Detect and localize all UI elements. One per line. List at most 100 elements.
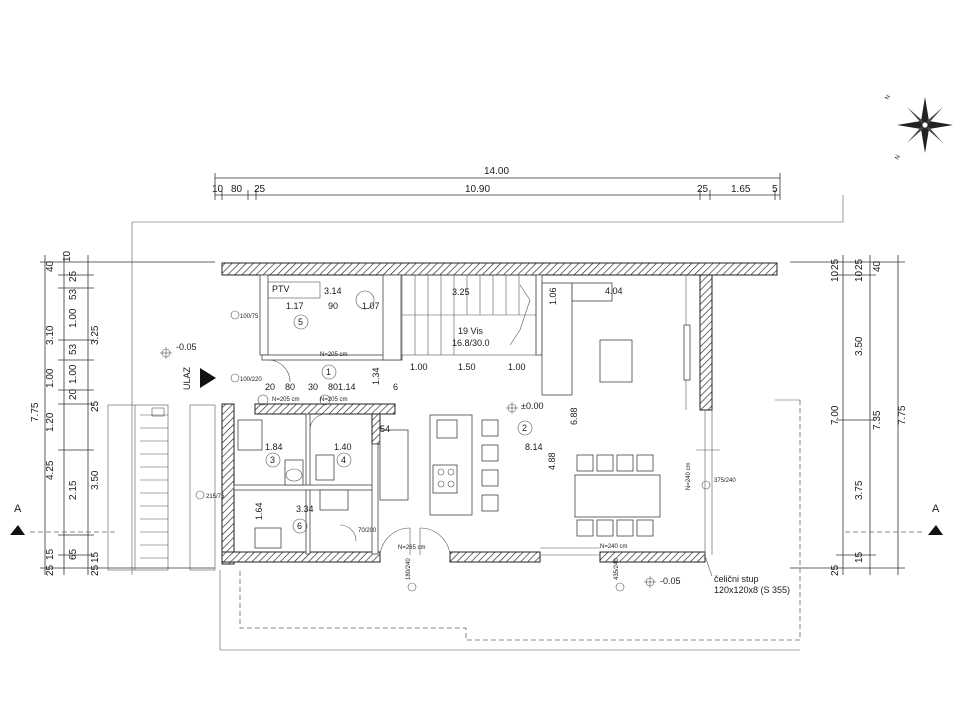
ptv-label: PTV: [272, 284, 290, 294]
dim-488: 4.88: [547, 452, 557, 470]
left-dimension-chains: [40, 255, 215, 575]
top-dim-10: 10: [212, 184, 224, 195]
dim-184: 1.84: [265, 442, 283, 452]
level-floor: ±0.00: [521, 401, 543, 411]
left-inner-53a: 53: [68, 288, 79, 300]
opening-tag-circles: [195, 310, 711, 592]
overall-width-dim: 14.00: [484, 166, 509, 177]
dim-117: 1.17: [286, 301, 304, 311]
opening-tag-6: 375/240: [714, 478, 736, 484]
left-total-775: 7.75: [30, 402, 41, 422]
terrace-outline: [131, 195, 844, 651]
dim-814: 8.14: [525, 442, 543, 452]
right-dim-40: 40: [872, 260, 883, 272]
door-note-3: N=205 cm: [320, 397, 348, 403]
left-inner-53b: 53: [68, 343, 79, 355]
dim-107: 1.07: [362, 301, 380, 311]
stair-seg-1: 1.00: [410, 362, 428, 372]
top-dim-25b: 25: [697, 184, 709, 195]
right-dim-25c: 25: [830, 564, 841, 576]
room-number-1: 1: [326, 367, 331, 377]
entrance-label: ULAZ: [182, 366, 192, 390]
column-note-line2: 120x120x8 (S 355): [714, 585, 790, 595]
section-label-right: A: [932, 503, 940, 515]
dim-54: 54: [380, 424, 390, 434]
top-dim-80: 80: [231, 184, 243, 195]
left-inner-100a: 1.00: [68, 308, 79, 328]
left-dim-310: 3.10: [45, 325, 56, 345]
stair-label: 19 Vis: [458, 326, 483, 336]
right-dim-15: 15: [854, 551, 865, 563]
right-total-735: 7.35: [872, 410, 883, 430]
left-inner-20: 20: [68, 388, 79, 400]
interior-stair: [401, 274, 537, 356]
dim-90: 90: [328, 301, 338, 311]
left-dim-25: 25: [45, 564, 56, 576]
right-dim-25a: 25: [830, 258, 841, 270]
room-number-3: 3: [270, 455, 275, 465]
door-note-4: N=265 cm: [398, 545, 426, 551]
section-label-left: A: [14, 503, 22, 515]
right-total-775: 7.75: [897, 405, 908, 425]
left-inner-100b: 1.00: [68, 364, 79, 384]
dim-140: 1.40: [334, 442, 352, 452]
stair-ratio: 16.8/30.0: [452, 338, 490, 348]
door-note-6: N=240 cm: [686, 462, 692, 490]
room-number-4: 4: [341, 455, 346, 465]
opening-tag-4: 180/240: [406, 558, 412, 580]
dim-6: 6: [393, 382, 398, 392]
opening-tag-3: 215/75: [206, 494, 225, 500]
left-inner-10: 10: [62, 250, 73, 262]
dim-ptv-width: 3.14: [324, 286, 342, 296]
level-marker-entrance-icon: [160, 347, 172, 359]
left-dim-215: 2.15: [68, 480, 79, 500]
dim-114: 1.14: [338, 382, 356, 392]
left-dim-100: 1.00: [45, 368, 56, 388]
door-note-2: N=205 cm: [272, 397, 300, 403]
dim-134: 1.34: [371, 367, 381, 385]
left-dim-120: 1.20: [45, 412, 56, 432]
room-number-2: 2: [522, 423, 527, 433]
stair-seg-3: 1.00: [508, 362, 526, 372]
furniture: [237, 275, 691, 549]
left-inner-25c: 25: [90, 564, 101, 576]
dim-404: 4.04: [605, 286, 623, 296]
section-line-right: [845, 525, 943, 535]
exterior-stair: [107, 404, 216, 571]
right-dim-25b: 25: [854, 258, 865, 270]
door-note-1: N=205 cm: [320, 352, 348, 358]
stair-width-dim: 3.25: [452, 287, 470, 297]
opening-tag-2: 100/220: [240, 377, 262, 383]
door-note-5: N=240 cm: [600, 544, 628, 550]
level-marker-floor-icon: [506, 402, 518, 414]
stair-seg-2: 1.50: [458, 362, 476, 372]
left-inner-25a: 25: [68, 270, 79, 282]
room-number-6: 6: [297, 521, 302, 531]
right-dim-10a: 10: [830, 270, 841, 282]
right-dimension-chains: [790, 255, 905, 575]
opening-tag-7: 70/200: [358, 528, 377, 534]
dim-334: 3.34: [296, 504, 314, 514]
dim-106: 1.06: [548, 287, 558, 305]
left-dim-40: 40: [45, 260, 56, 272]
opening-tag-5: 435/240: [614, 558, 620, 580]
room-tags: [265, 314, 533, 534]
top-dim-1090: 10.90: [465, 184, 490, 195]
dim-30: 30: [308, 382, 318, 392]
left-inner-25b: 25: [90, 400, 101, 412]
dim-164: 1.64: [254, 502, 264, 520]
level-marker-terrace-icon: [644, 576, 656, 588]
dim-20: 20: [265, 382, 275, 392]
exterior-walls: [221, 262, 778, 565]
left-inner-325: 3.25: [90, 325, 101, 345]
north-arrow-icon: [897, 97, 953, 153]
opening-tag-1: 100/75: [240, 314, 259, 320]
room-number-5: 5: [298, 317, 303, 327]
top-dimension-chain: [214, 173, 781, 200]
left-dim-15: 15: [45, 548, 56, 560]
column-note-line1: čelični stup: [714, 574, 759, 584]
compass-north-label: N: [895, 154, 902, 161]
left-inner-350: 3.50: [90, 470, 101, 490]
compass-top-letter: N: [885, 94, 892, 101]
